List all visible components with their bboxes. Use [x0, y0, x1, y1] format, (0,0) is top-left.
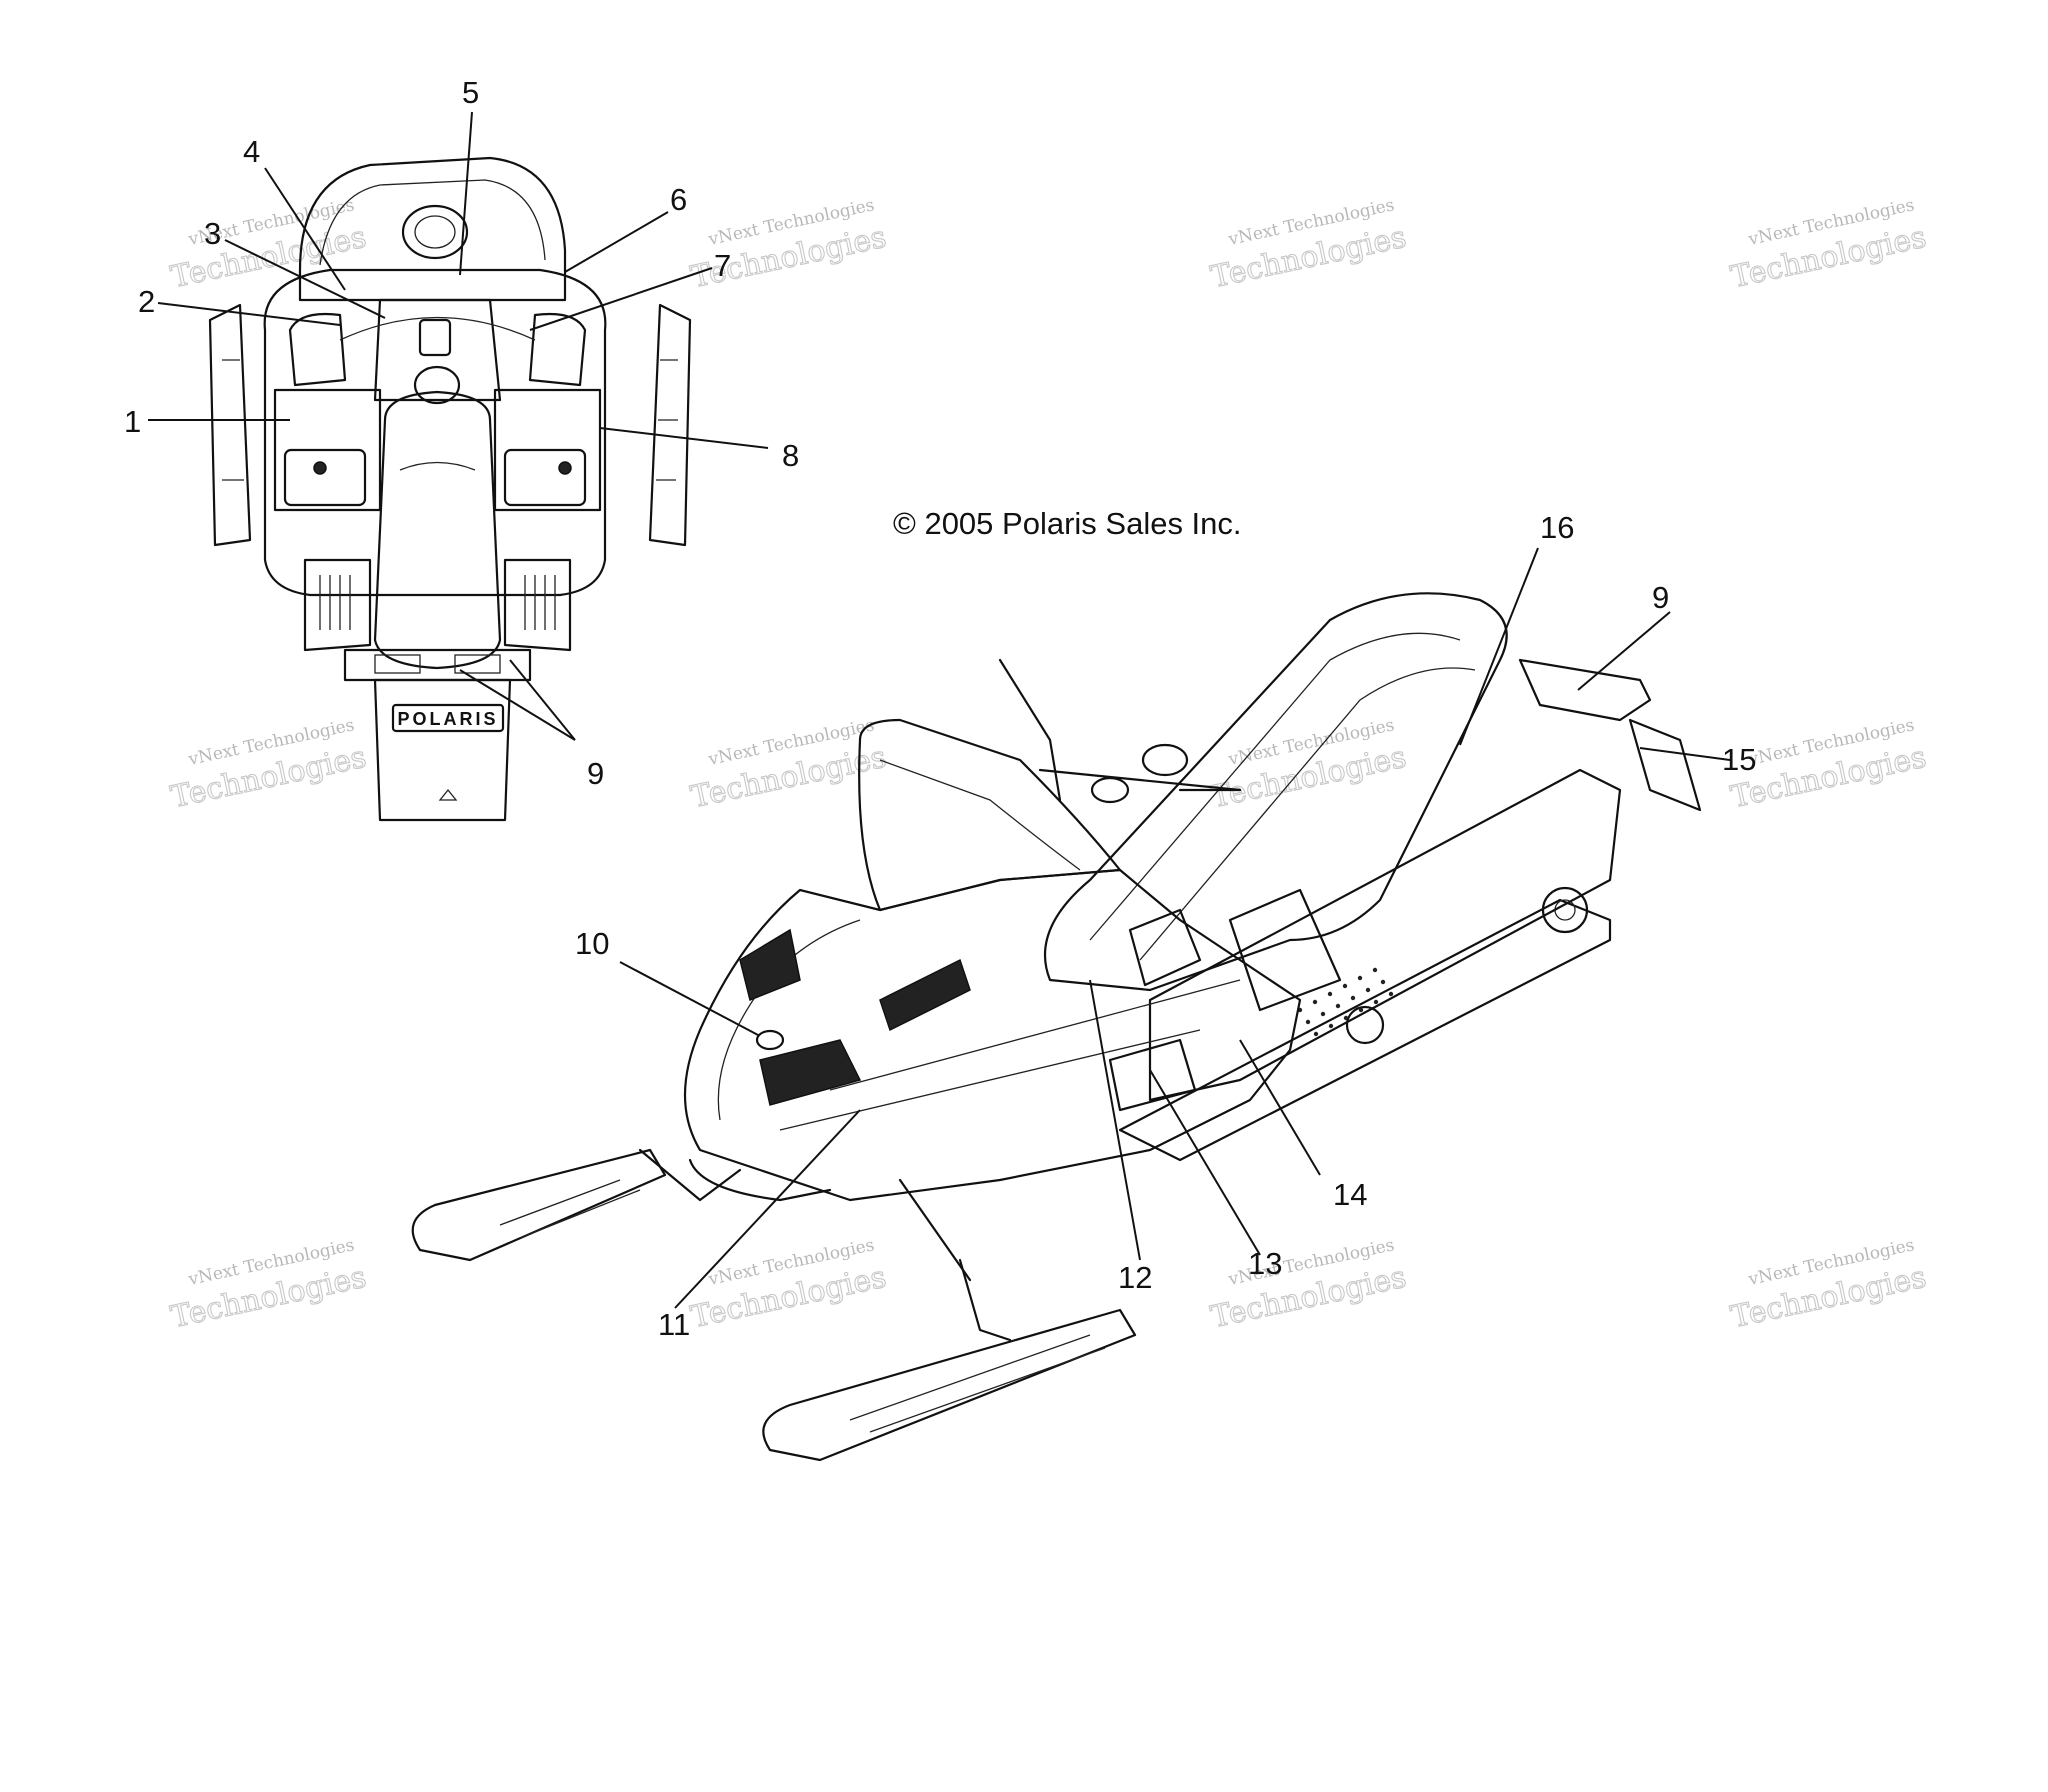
callout-4: 4: [243, 134, 260, 169]
callout-9-top: 9: [587, 756, 604, 791]
callout-numbers: 1 2 3 4 5 6 7 8 9 10 11 12 13 14 15 16 9: [124, 75, 1756, 1342]
callout-10: 10: [575, 926, 609, 961]
callout-8: 8: [782, 438, 799, 473]
top-view-snowmobile: POLARIS: [208, 156, 692, 822]
callout-2: 2: [138, 284, 155, 319]
leader-lines: [148, 111, 1731, 1309]
callout-16: 16: [1540, 510, 1574, 545]
callout-13: 13: [1248, 1246, 1282, 1281]
callout-11: 11: [658, 1307, 690, 1342]
callout-12: 12: [1118, 1260, 1152, 1295]
tunnel-vent-dots: [1297, 967, 1394, 1037]
brand-label: POLARIS: [397, 709, 498, 729]
callout-14: 14: [1333, 1177, 1367, 1212]
callout-6: 6: [670, 182, 687, 217]
copyright-text: © 2005 Polaris Sales Inc.: [893, 506, 1242, 541]
polaris-badge: [391, 703, 505, 733]
watermarks: vNext Technologies Technologies vNext Te…: [167, 195, 1930, 1336]
callout-7: 7: [714, 248, 731, 283]
callout-1: 1: [124, 404, 141, 439]
callout-3: 3: [204, 216, 221, 251]
callout-9-iso: 9: [1652, 580, 1669, 615]
callout-5: 5: [462, 75, 479, 110]
isometric-view-snowmobile: [411, 592, 1702, 1462]
callout-15: 15: [1722, 742, 1756, 777]
